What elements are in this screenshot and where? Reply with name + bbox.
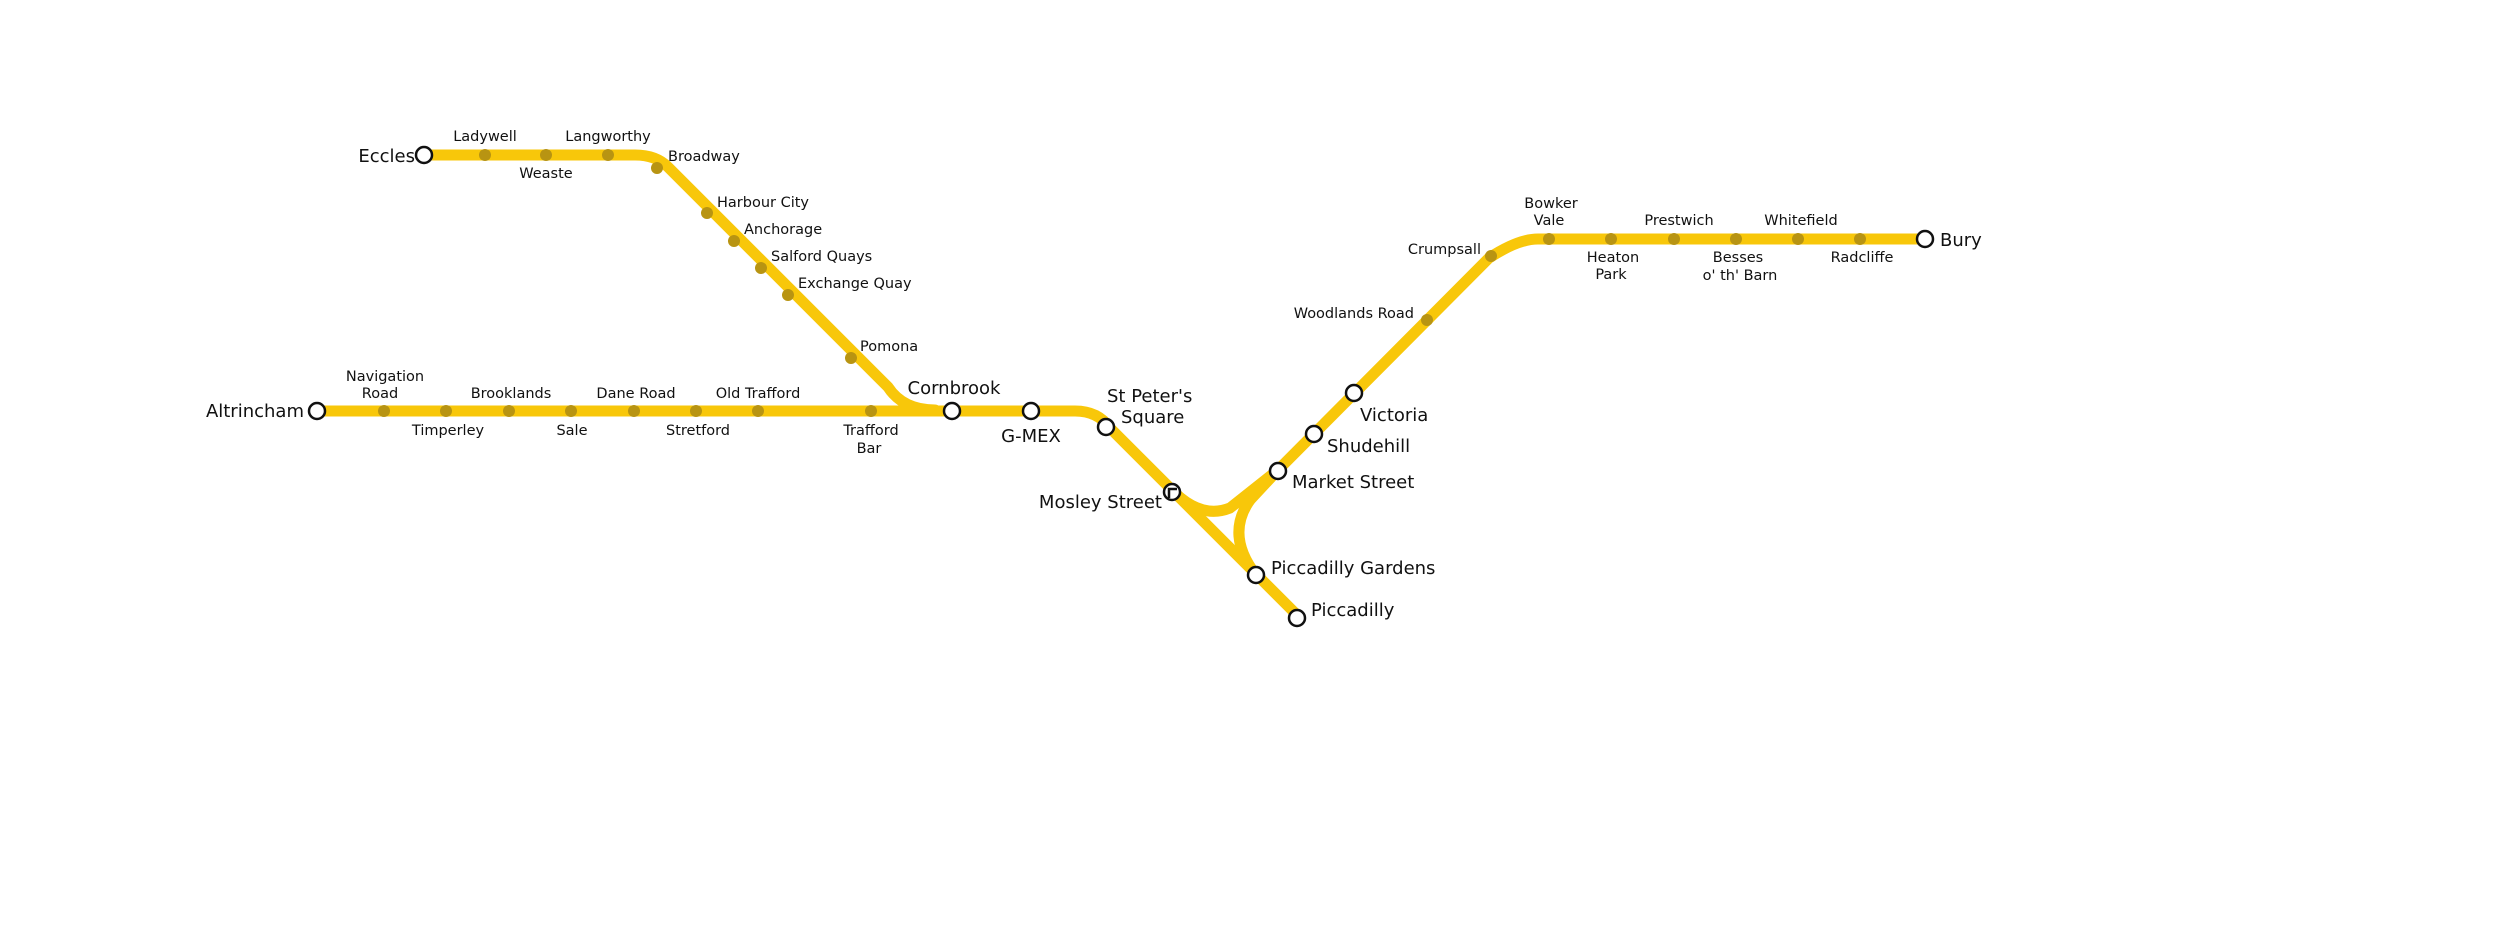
- mosley-street-platform-icon: [1167, 487, 1177, 498]
- major-stations: [307, 145, 1935, 628]
- label-radcliffe: Radcliffe: [1831, 250, 1894, 266]
- station-marker-prestwich[interactable]: [1668, 233, 1680, 245]
- label-woodlands-road: Woodlands Road: [1294, 306, 1414, 322]
- label-gmex: G-MEX: [1001, 426, 1061, 447]
- label-navigation-road-line2: Road: [362, 386, 398, 402]
- label-brooklands: Brooklands: [471, 386, 552, 402]
- station-marker-dane-road[interactable]: [628, 405, 640, 417]
- label-st-peters-square-line1: St Peter's: [1107, 386, 1192, 407]
- station-marker-bury[interactable]: [1915, 229, 1935, 249]
- label-piccadilly-gardens: Piccadilly Gardens: [1271, 558, 1435, 579]
- label-trafford-bar-line1: Trafford: [842, 423, 898, 439]
- label-salford-quays: Salford Quays: [771, 249, 872, 265]
- station-marker-navigation-road[interactable]: [378, 405, 390, 417]
- label-crumpsall: Crumpsall: [1408, 242, 1481, 258]
- station-marker-piccadilly-gardens[interactable]: [1246, 565, 1266, 585]
- label-heaton-park-line2: Park: [1595, 267, 1627, 283]
- label-old-trafford: Old Trafford: [716, 386, 801, 402]
- station-marker-woodlands-road[interactable]: [1421, 314, 1433, 326]
- label-weaste: Weaste: [519, 166, 573, 182]
- station-marker-brooklands[interactable]: [503, 405, 515, 417]
- station-marker-pomona[interactable]: [845, 352, 857, 364]
- station-marker-altrincham[interactable]: [307, 401, 327, 421]
- station-marker-piccadilly[interactable]: [1287, 608, 1307, 628]
- station-marker-mosley-street[interactable]: [1162, 482, 1182, 502]
- label-bury: Bury: [1940, 230, 1982, 251]
- station-marker-besses[interactable]: [1730, 233, 1742, 245]
- label-langworthy: Langworthy: [565, 129, 651, 145]
- label-ladywell: Ladywell: [453, 129, 517, 145]
- station-marker-weaste[interactable]: [540, 149, 552, 161]
- station-marker-victoria[interactable]: [1344, 383, 1364, 403]
- line-piccadilly-gardens-curve: [1233, 494, 1262, 581]
- label-exchange-quay: Exchange Quay: [798, 276, 912, 292]
- minor-stations: [378, 149, 1866, 417]
- station-marker-heaton-park[interactable]: [1605, 233, 1617, 245]
- label-shudehill: Shudehill: [1327, 436, 1410, 457]
- station-marker-trafford-bar[interactable]: [865, 405, 877, 417]
- station-marker-st-peters-square[interactable]: [1096, 417, 1116, 437]
- station-labels: Eccles Ladywell Weaste Langworthy Broadw…: [206, 129, 1982, 621]
- label-st-peters-square-line2: Square: [1121, 407, 1184, 428]
- station-marker-broadway[interactable]: [651, 162, 663, 174]
- station-marker-shudehill[interactable]: [1304, 424, 1324, 444]
- label-heaton-park-line1: Heaton: [1587, 250, 1639, 266]
- label-bowker-vale-line2: Vale: [1534, 213, 1565, 229]
- station-marker-bowker-vale[interactable]: [1543, 233, 1555, 245]
- station-marker-sale[interactable]: [565, 405, 577, 417]
- label-besses-line2: o' th' Barn: [1703, 268, 1778, 284]
- label-besses-line1: Besses: [1713, 250, 1763, 266]
- station-marker-whitefield[interactable]: [1792, 233, 1804, 245]
- station-marker-anchorage[interactable]: [728, 235, 740, 247]
- label-stretford: Stretford: [666, 423, 730, 439]
- station-marker-eccles[interactable]: [414, 145, 434, 165]
- label-pomona: Pomona: [860, 339, 918, 355]
- station-marker-old-trafford[interactable]: [752, 405, 764, 417]
- label-whitefield: Whitefield: [1764, 213, 1837, 229]
- station-marker-harbour-city[interactable]: [701, 207, 713, 219]
- label-harbour-city: Harbour City: [717, 195, 809, 211]
- station-marker-gmex[interactable]: [1021, 401, 1041, 421]
- station-marker-ladywell[interactable]: [479, 149, 491, 161]
- label-piccadilly: Piccadilly: [1311, 600, 1395, 621]
- station-marker-stretford[interactable]: [690, 405, 702, 417]
- label-timperley: Timperley: [411, 423, 485, 439]
- label-prestwich: Prestwich: [1644, 213, 1713, 229]
- label-market-street: Market Street: [1292, 472, 1414, 493]
- station-marker-langworthy[interactable]: [602, 149, 614, 161]
- label-victoria: Victoria: [1360, 405, 1428, 426]
- label-mosley-street: Mosley Street: [1039, 492, 1162, 513]
- label-dane-road: Dane Road: [596, 386, 675, 402]
- station-marker-exchange-quay[interactable]: [782, 289, 794, 301]
- station-marker-crumpsall[interactable]: [1485, 250, 1497, 262]
- label-anchorage: Anchorage: [744, 222, 822, 238]
- label-sale: Sale: [556, 423, 587, 439]
- station-marker-radcliffe[interactable]: [1854, 233, 1866, 245]
- station-marker-cornbrook[interactable]: [942, 401, 962, 421]
- station-marker-market-street[interactable]: [1268, 461, 1288, 481]
- station-marker-timperley[interactable]: [440, 405, 452, 417]
- station-marker-salford-quays[interactable]: [755, 262, 767, 274]
- label-broadway: Broadway: [668, 149, 740, 165]
- label-eccles: Eccles: [358, 146, 415, 167]
- label-bowker-vale-line1: Bowker: [1524, 196, 1577, 212]
- label-navigation-road-line1: Navigation: [346, 369, 424, 385]
- line-bury-branch: [1244, 233, 1931, 506]
- label-altrincham: Altrincham: [206, 401, 304, 422]
- label-trafford-bar-line2: Bar: [857, 441, 882, 457]
- label-cornbrook: Cornbrook: [908, 378, 1002, 399]
